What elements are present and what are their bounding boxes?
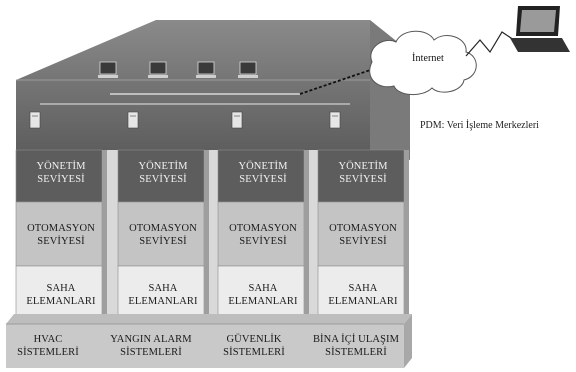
label-line: SAHA	[248, 283, 278, 294]
pillar-side-shadow	[404, 150, 409, 316]
workstation-icon	[148, 61, 168, 78]
level-label-top: YÖNETİM SEVİYESİ	[20, 160, 102, 186]
column-gap	[104, 150, 118, 320]
pillar-top-band	[15, 149, 103, 203]
cloud-icon	[369, 30, 477, 95]
level-label-field: SAHA ELEMANLARI	[122, 282, 204, 308]
pillar-field-band	[217, 265, 305, 317]
workstation-icon	[98, 61, 118, 78]
level-label-top: YÖNETİM SEVİYESİ	[122, 160, 204, 186]
label-line: SAHA	[46, 283, 76, 294]
internet-to-laptop-link	[465, 31, 515, 57]
pillar-top-band	[317, 149, 405, 203]
pillar-layer	[15, 149, 409, 317]
pillar-mid-band	[117, 201, 205, 267]
pdm-note: PDM: Veri İşleme Merkezleri	[420, 120, 539, 131]
label-line: BİNA İÇİ ULAŞIM	[312, 334, 400, 345]
system-label: BİNA İÇİ ULAŞIM SİSTEMLERİ	[306, 333, 406, 359]
label-line: HVAC	[33, 334, 63, 345]
level-label-top: YÖNETİM SEVİYESİ	[222, 160, 304, 186]
label-line: SEVİYESİ	[37, 236, 85, 248]
level-label-field: SAHA ELEMANLARI	[20, 282, 102, 308]
label-line: SEVİYESİ	[239, 236, 287, 248]
pillar-top-band	[117, 149, 205, 203]
label-line: OTOMASYON	[27, 223, 95, 234]
label-line: ELEMANLARI	[128, 296, 198, 308]
pillar-side-shadow	[102, 150, 107, 316]
pillar-side-shadow	[204, 150, 209, 316]
label-line: SEVİYESİ	[37, 174, 85, 186]
pillar-mid-band	[317, 201, 405, 267]
roof-front	[16, 20, 370, 150]
pillar-side-shadow	[304, 150, 309, 316]
pillar-field-band	[317, 265, 405, 317]
label-line: SİSTEMLERİ	[17, 347, 79, 359]
label-line: ELEMANLARI	[26, 296, 96, 308]
server-icon	[231, 111, 243, 129]
level-label-top: YÖNETİM SEVİYESİ	[322, 160, 404, 186]
system-label: GÜVENLİK SİSTEMLERİ	[206, 333, 302, 359]
pillar-mid-band	[217, 201, 305, 267]
label-line: SİSTEMLERİ	[120, 347, 182, 359]
label-line: SEVİYESİ	[139, 236, 187, 248]
level-label-mid: OTOMASYON SEVİYESİ	[122, 222, 204, 248]
roof	[16, 20, 410, 160]
label-line: SİSTEMLERİ	[325, 347, 387, 359]
label-line: SİSTEMLERİ	[223, 347, 285, 359]
label-line: YANGIN ALARM	[110, 334, 192, 345]
pillar-field-band	[117, 265, 205, 317]
server-icon	[127, 111, 139, 129]
level-label-field: SAHA ELEMANLARI	[322, 282, 404, 308]
label-line: ELEMANLARI	[228, 296, 298, 308]
label-line: YÖNETİM	[36, 161, 86, 172]
label-line: YÖNETİM	[238, 161, 288, 172]
pillar-field-band	[15, 265, 103, 317]
internet-label: İnternet	[412, 53, 444, 64]
label-line: SAHA	[148, 283, 178, 294]
label-line: YÖNETİM	[138, 161, 188, 172]
level-label-field: SAHA ELEMANLARI	[222, 282, 304, 308]
level-label-mid: OTOMASYON SEVİYESİ	[222, 222, 304, 248]
laptop-icon	[510, 6, 570, 52]
workstation-icon	[196, 61, 216, 78]
label-line: OTOMASYON	[129, 223, 197, 234]
pillar-mid-band	[15, 201, 103, 267]
server-icon	[329, 111, 341, 129]
label-line: YÖNETİM	[338, 161, 388, 172]
workstation-group	[98, 61, 258, 78]
label-line: ELEMANLARI	[328, 296, 398, 308]
label-line: OTOMASYON	[229, 223, 297, 234]
label-line: GÜVENLİK	[226, 334, 282, 345]
label-line: SEVİYESİ	[139, 174, 187, 186]
level-label-mid: OTOMASYON SEVİYESİ	[20, 222, 102, 248]
workstation-icon	[238, 61, 258, 78]
pillar-top-band	[217, 149, 305, 203]
server-group	[29, 111, 341, 129]
label-line: OTOMASYON	[329, 223, 397, 234]
label-line: SAHA	[348, 283, 378, 294]
system-label: YANGIN ALARM SİSTEMLERİ	[96, 333, 206, 359]
base-slab	[6, 314, 412, 368]
level-label-mid: OTOMASYON SEVİYESİ	[322, 222, 404, 248]
label-line: SEVİYESİ	[339, 236, 387, 248]
server-icon	[29, 111, 41, 129]
system-label: HVAC SİSTEMLERİ	[6, 333, 90, 359]
label-line: SEVİYESİ	[239, 174, 287, 186]
label-line: SEVİYESİ	[339, 174, 387, 186]
